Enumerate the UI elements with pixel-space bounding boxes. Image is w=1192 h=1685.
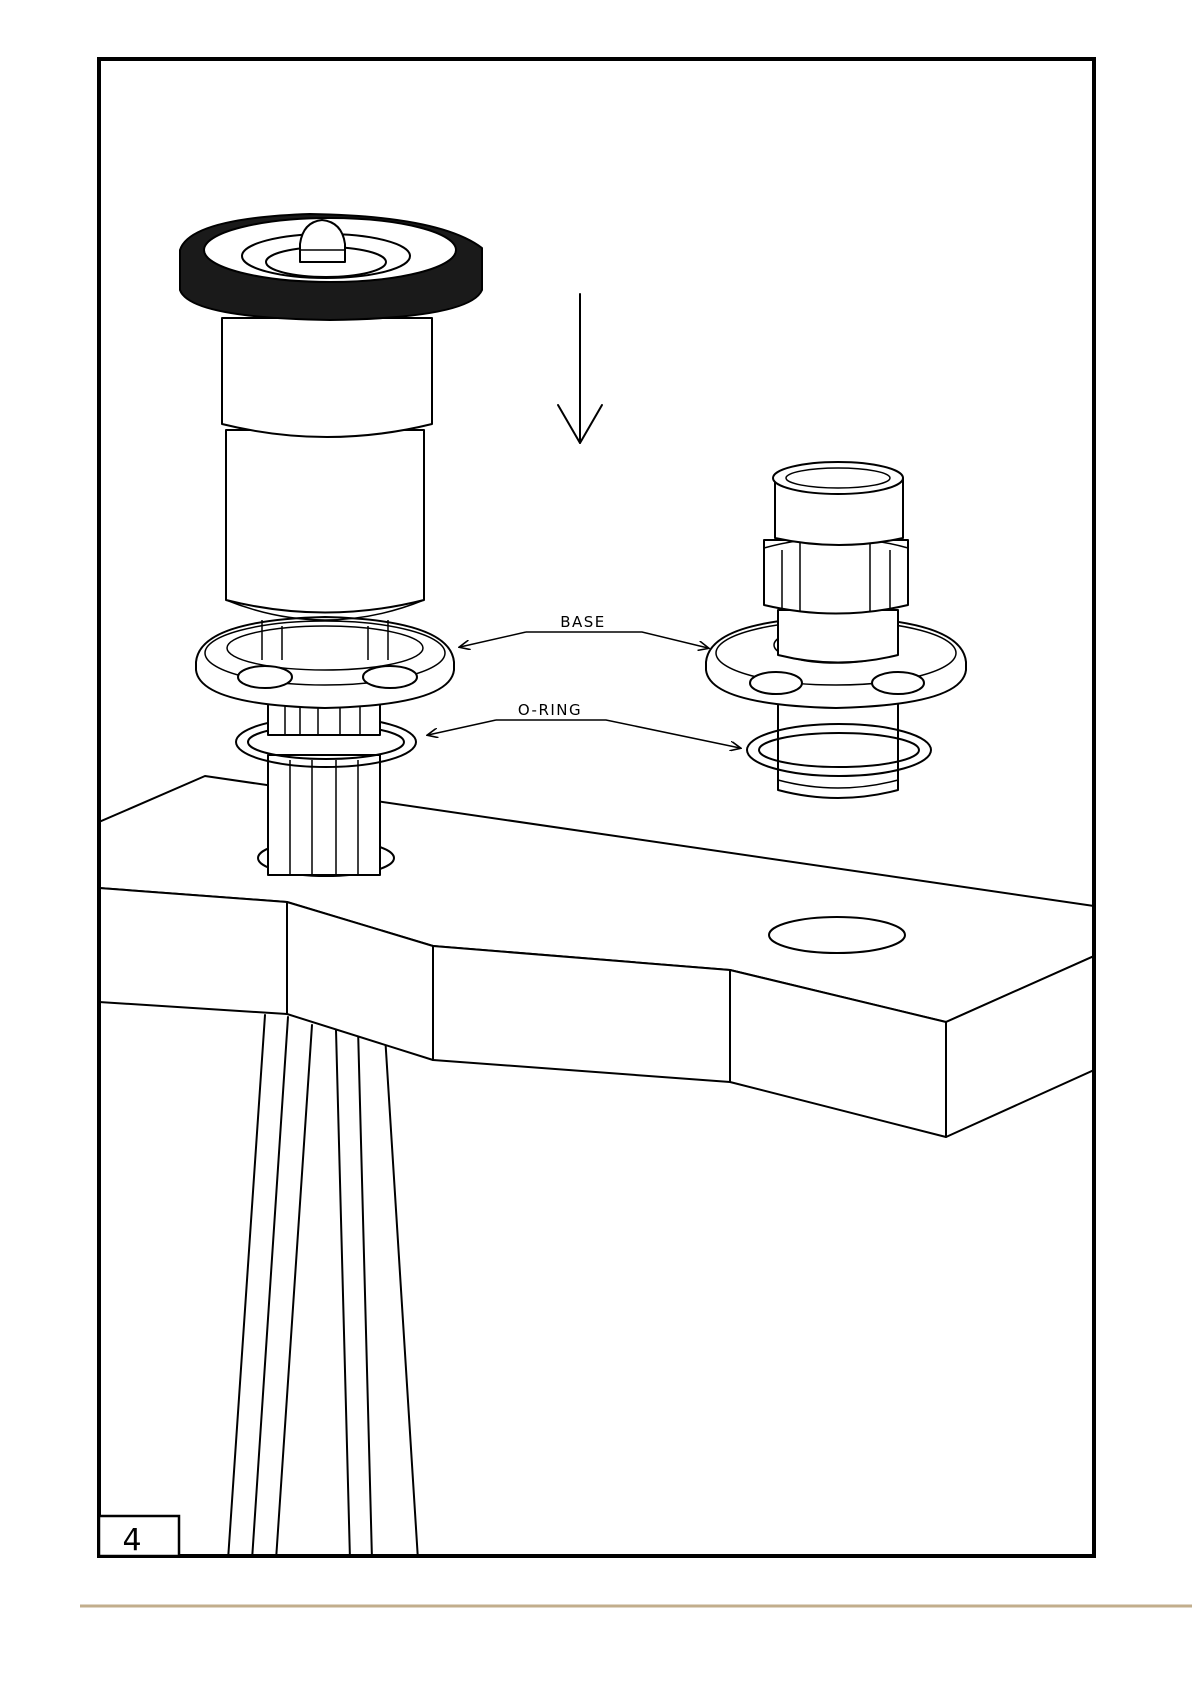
step-number-box: 4 bbox=[99, 1516, 179, 1558]
base-callout: BASE bbox=[460, 613, 708, 648]
adapter-assembly bbox=[706, 462, 966, 798]
o-ring-callout: O-RING bbox=[428, 701, 740, 748]
mounting-hole bbox=[769, 917, 905, 953]
down-arrow-icon bbox=[558, 294, 602, 443]
base-label: BASE bbox=[560, 613, 606, 631]
o-ring-label: O-RING bbox=[518, 701, 582, 719]
step-number: 4 bbox=[122, 1523, 141, 1558]
faucet-assembly bbox=[180, 214, 482, 875]
countertop bbox=[99, 776, 1094, 1560]
